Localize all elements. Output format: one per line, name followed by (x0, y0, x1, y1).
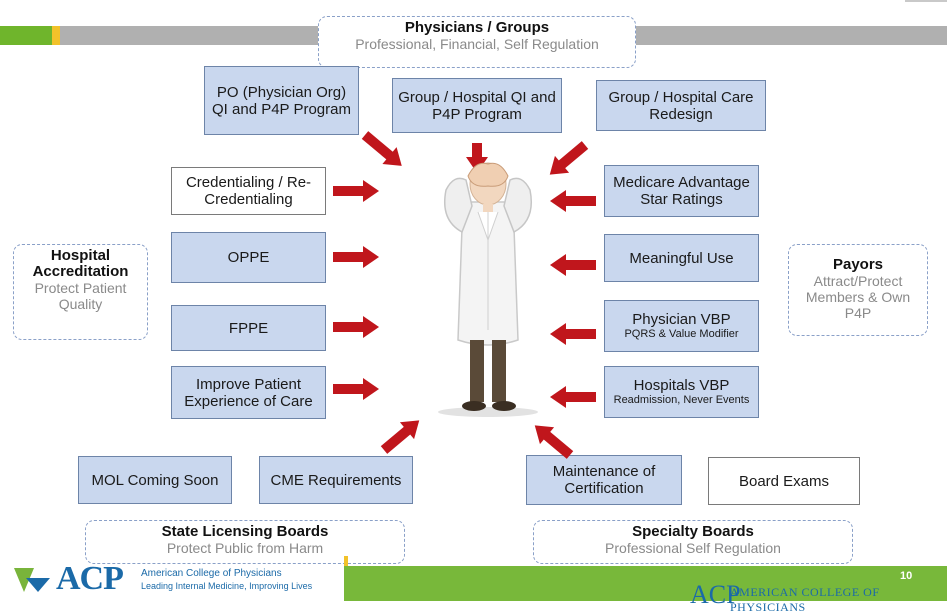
box-board-exams: Board Exams (708, 457, 860, 505)
callout-hospital-title: Hospital Accreditation (32, 247, 129, 280)
callout-specialty-boards: Specialty Boards Professional Self Regul… (533, 520, 853, 564)
arrow-credentialing-to-physician (333, 180, 379, 202)
box-hospitals-vbp: Hospitals VBP Readmission, Never Events (604, 366, 759, 418)
stressed-physician-figure (438, 162, 538, 417)
acp-logo-tagline: Leading Internal Medicine, Improving Liv… (141, 581, 313, 591)
acp-logo-mark-icon (14, 568, 50, 592)
arrow-medicare-to-physician (564, 196, 596, 206)
box-group-qi-p4p: Group / Hospital QI and P4P Program (392, 78, 562, 133)
header-yellow-stripe (52, 26, 60, 45)
box-maintenance-certification: Maintenance of Certification (526, 455, 682, 505)
arrow-hospitals-vbp-to-physician (564, 392, 596, 402)
box-oppe: OPPE (171, 232, 326, 283)
top-rule (905, 0, 947, 2)
box-physician-vbp: Physician VBP PQRS & Value Modifier (604, 300, 759, 352)
callout-payors-subtitle: Attract/Protect Members & Own P4P (805, 273, 911, 321)
box-po-qi-p4p: PO (Physician Org) QI and P4P Program (204, 66, 359, 135)
acp-logo-name: American College of Physicians (141, 568, 282, 579)
arrow-physician-vbp-to-physician (564, 329, 596, 339)
callout-payors-title: Payors (832, 256, 884, 273)
callout-state-licensing: State Licensing Boards Protect Public fr… (85, 520, 405, 564)
callout-hospital-subtitle: Protect Patient Quality (34, 280, 127, 312)
box-patient-experience: Improve Patient Experience of Care (171, 366, 326, 419)
callout-state-subtitle: Protect Public from Harm (166, 540, 324, 556)
arrow-po-to-physician (361, 131, 395, 161)
callout-physicians-subtitle: Professional, Financial, Self Regulation (355, 36, 599, 52)
hospitals-vbp-title: Hospitals VBP (633, 377, 730, 394)
physician-vbp-title: Physician VBP (632, 311, 731, 328)
acp-logo-wordmark: ACP (56, 560, 124, 597)
box-group-care-redesign: Group / Hospital Care Redesign (596, 80, 766, 131)
box-credentialing: Credentialing / Re-Credentialing (171, 167, 326, 215)
callout-state-title: State Licensing Boards (161, 523, 329, 540)
arrow-cme-to-physician (380, 425, 412, 454)
arrow-meaningful-to-physician (564, 260, 596, 270)
box-meaningful-use: Meaningful Use (604, 234, 759, 282)
arrow-patient-exp-to-physician (333, 378, 379, 400)
callout-specialty-title: Specialty Boards (632, 523, 754, 540)
box-cme-requirements: CME Requirements (259, 456, 413, 504)
footer-green-bar (344, 566, 947, 601)
callout-specialty-subtitle: Professional Self Regulation (605, 540, 781, 556)
box-mol-coming-soon: MOL Coming Soon (78, 456, 232, 504)
arrow-fppe-to-physician (333, 316, 379, 338)
callout-hospital-accreditation: Hospital Accreditation Protect Patient Q… (13, 244, 148, 340)
page-number: 10 (900, 570, 913, 582)
callout-physicians-groups: Physicians / Groups Professional, Financ… (318, 16, 636, 68)
footer-acp-name: AMERICAN COLLEGE OF PHYSICIANS (730, 585, 880, 614)
hospitals-vbp-sub: Readmission, Never Events (613, 394, 750, 406)
box-fppe: FPPE (171, 305, 326, 351)
box-medicare-star: Medicare Advantage Star Ratings (604, 165, 759, 217)
physician-vbp-sub: PQRS & Value Modifier (624, 328, 739, 340)
header-green-block (0, 26, 52, 45)
callout-payors: Payors Attract/Protect Members & Own P4P (788, 244, 928, 336)
arrow-care-redesign-to-physician (557, 141, 589, 170)
callout-physicians-title: Physicians / Groups (404, 19, 550, 36)
arrow-oppe-to-physician (333, 246, 379, 268)
